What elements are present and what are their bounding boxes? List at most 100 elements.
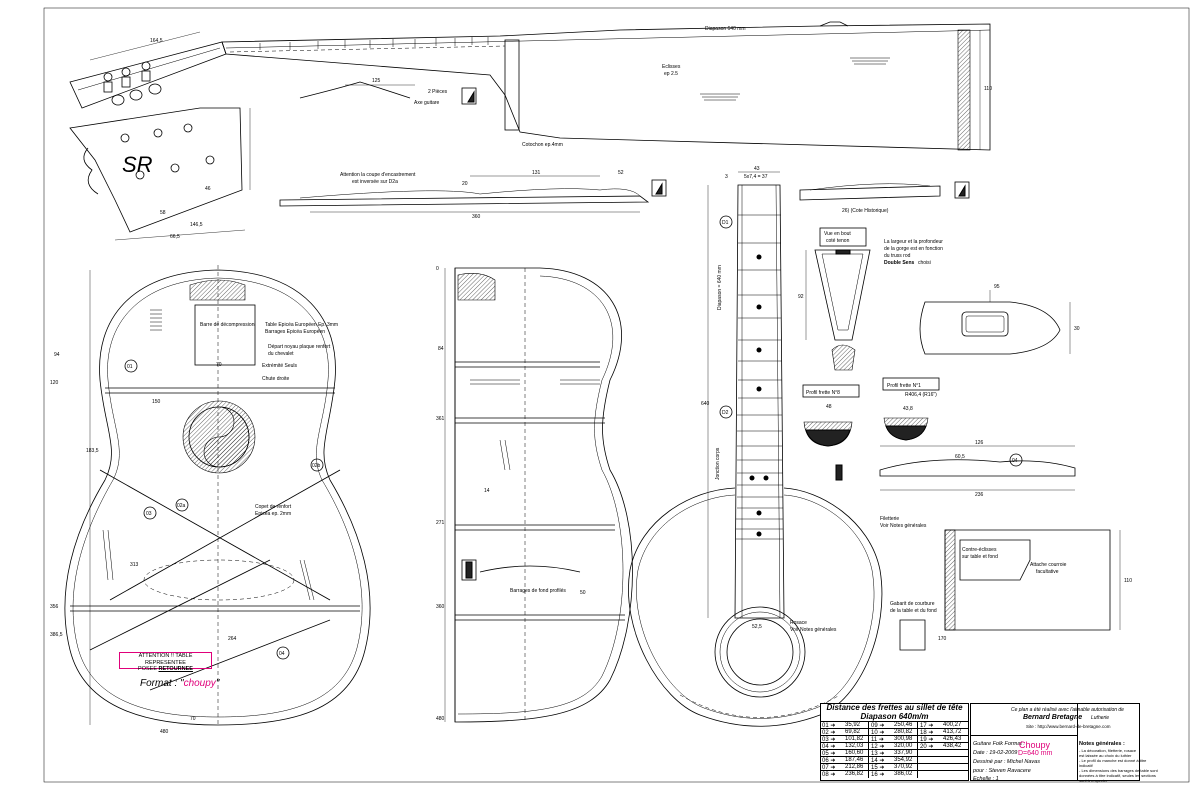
- dim-50: 50: [580, 590, 586, 596]
- bridge-top-view: 95 30: [919, 284, 1080, 355]
- attention-coupe-label: Attention la coupe d'encastrement: [340, 172, 416, 178]
- fret-cell: 16 ➜: [871, 772, 885, 778]
- extremite-label: Extrémité Seuls: [262, 363, 298, 369]
- fret-profile-1: Profil frette N°1 R406,4 (R16") 43,8: [882, 377, 940, 441]
- fret-cell: 413,72: [943, 729, 962, 735]
- note-line: indicatif: [1079, 763, 1093, 768]
- fret-col-line: [868, 721, 869, 778]
- dessine-line: Dessiné par : Michel Navas: [973, 759, 1040, 765]
- bridge-side-profile: 236 126 60,5 04: [835, 440, 1076, 498]
- fret-cell: 07 ➜: [822, 765, 836, 771]
- barre-decompression-label: Barre de décompression: [200, 322, 255, 328]
- fingerboard-side: 26) (Cote Historique): [799, 181, 970, 214]
- marker-03: 03: [146, 511, 152, 517]
- fret-cell: 337,90: [894, 750, 913, 756]
- dim-20: 20: [462, 181, 468, 187]
- fret-cell: 18 ➜: [920, 730, 934, 736]
- note-line: - La décoration, filetterie, rosace: [1079, 748, 1137, 753]
- shading-marks-top: [700, 57, 890, 101]
- dim-170: 170: [938, 636, 947, 642]
- neck-side-view: 164,5 Diapason 640 mm Eclisses ep 2.5 Co…: [69, 21, 992, 151]
- choisi-label: choisi: [918, 260, 931, 266]
- nut-detail: 125 2 Pièces Axe guitare: [299, 78, 477, 106]
- company-name: Bernard Bretagne: [1023, 714, 1083, 721]
- dim-480-bottom: 480: [160, 729, 169, 735]
- guitare-line: Guitare Folk Format :: [973, 741, 1025, 747]
- fret-cell: 15 ➜: [871, 765, 885, 771]
- body-joint-detail: Contre-éclisses sur table et fond Attach…: [890, 529, 1132, 651]
- dim-70-top: 70: [216, 362, 222, 368]
- dim-29: 30: [1074, 326, 1080, 332]
- fret-cell: 19 ➜: [920, 737, 934, 743]
- cote-tenon-label: coté tenon: [826, 238, 850, 244]
- dim-84: 84: [438, 346, 444, 352]
- fret-cell: 06 ➜: [822, 758, 836, 764]
- attention-table-note: ATTENTION !! TABLE REPRESENTEE POSEE RET…: [119, 652, 212, 672]
- initials-logo: SR: [122, 152, 153, 177]
- pour-line: pour : Steven Ravacere: [973, 768, 1031, 774]
- profil-frette-1-label: Profil frette N°1: [887, 383, 921, 389]
- title-block: Ce plan a été réalisé avec l'aimable aut…: [970, 703, 1158, 783]
- attention-table-line1: ATTENTION !! TABLE REPRESENTEE: [138, 653, 193, 666]
- fret-cell: 69,82: [845, 729, 861, 735]
- facultative-label: facultative: [1036, 569, 1059, 575]
- format-label: Format : "choupy": [140, 678, 219, 689]
- dim-120: 120: [50, 380, 59, 386]
- note-line: - Les dimensions des barrages de table s…: [1079, 768, 1158, 773]
- fret-lines-front: [736, 214, 783, 540]
- dim-side-height: 110: [984, 86, 992, 92]
- format-value: choupy: [183, 678, 216, 689]
- date-line: Date : 19-02-2009: [973, 750, 1018, 756]
- sur-table-label: sur table et fond: [962, 554, 998, 560]
- chute-droite-label: Chute droite: [262, 376, 289, 382]
- note-line: sont à respecter: [1079, 778, 1108, 783]
- fret-cell: 11 ➜: [871, 737, 884, 743]
- fret-cell: 08 ➜: [822, 772, 836, 778]
- barrages-fond-label: Barrages de fond profilés: [510, 588, 566, 594]
- fret-cell: 02 ➜: [822, 730, 836, 736]
- dim-164: 164,5: [150, 38, 163, 44]
- dim-356: 356: [50, 604, 59, 610]
- fret-cell: 20 ➜: [920, 744, 934, 750]
- fret-cell: 14 ➜: [871, 758, 885, 764]
- largeur-note3-label: du truss rod: [884, 253, 911, 259]
- fret-table-title-line2: Diapason 640m/m: [860, 712, 929, 721]
- headstock-top-view: SR 66,5 46 58 146,5: [69, 107, 251, 241]
- double-sens-label: Double Sens: [884, 260, 915, 266]
- fret-cell: 13 ➜: [871, 751, 885, 757]
- dim-0: 0: [436, 266, 439, 272]
- dim-126: 126: [975, 440, 984, 446]
- company-sub: Lutherie: [1091, 715, 1110, 721]
- fret-profile-8: Profil frette N°8 48: [802, 384, 860, 447]
- jonction-label: Jonction corps: [715, 447, 721, 480]
- fret-table-title-line1: Distance des frettes au sillet de tête: [826, 703, 963, 712]
- dim-313: 313: [130, 562, 139, 568]
- barrages-epicea-label: Barrages Epicéa Européen: [265, 329, 325, 335]
- largeur-note-label: La largeur et la profondeur: [884, 239, 943, 245]
- dim-radius: R406,4 (R16"): [905, 392, 937, 398]
- fret-cell: 300,98: [894, 736, 913, 742]
- filetterie-label: Filetterie: [880, 516, 899, 522]
- fret-row-line: [821, 770, 968, 771]
- fret-cell: 354,92: [894, 757, 913, 763]
- dim-131: 131: [532, 170, 541, 176]
- echelle-line: Echelle : 1: [973, 776, 999, 782]
- fret-cell: 01 ➜: [822, 723, 836, 729]
- dim-43-8: 43,8: [903, 406, 913, 412]
- eclisses-ep-label: ep 2.5: [664, 71, 678, 77]
- dim-48: 48: [826, 404, 832, 410]
- diapason-top-label: Diapason 640 mm: [705, 26, 746, 32]
- contrechant-label: Cotochon ep.4mm: [522, 142, 563, 148]
- fret-cell: 400,27: [943, 722, 962, 728]
- dim-361: 361: [436, 416, 445, 422]
- title-divider: [1077, 703, 1078, 781]
- format-suffix: ": [215, 678, 220, 689]
- dim-264: 264: [228, 636, 237, 642]
- dim-480: 480: [436, 716, 445, 722]
- fret-cell: 10 ➜: [871, 730, 885, 736]
- fret-cell: 09 ➜: [871, 723, 885, 729]
- deux-pieces-label: 2 Pièces: [428, 89, 448, 95]
- tuner-posts: [103, 61, 162, 106]
- fret-dots: [749, 254, 769, 537]
